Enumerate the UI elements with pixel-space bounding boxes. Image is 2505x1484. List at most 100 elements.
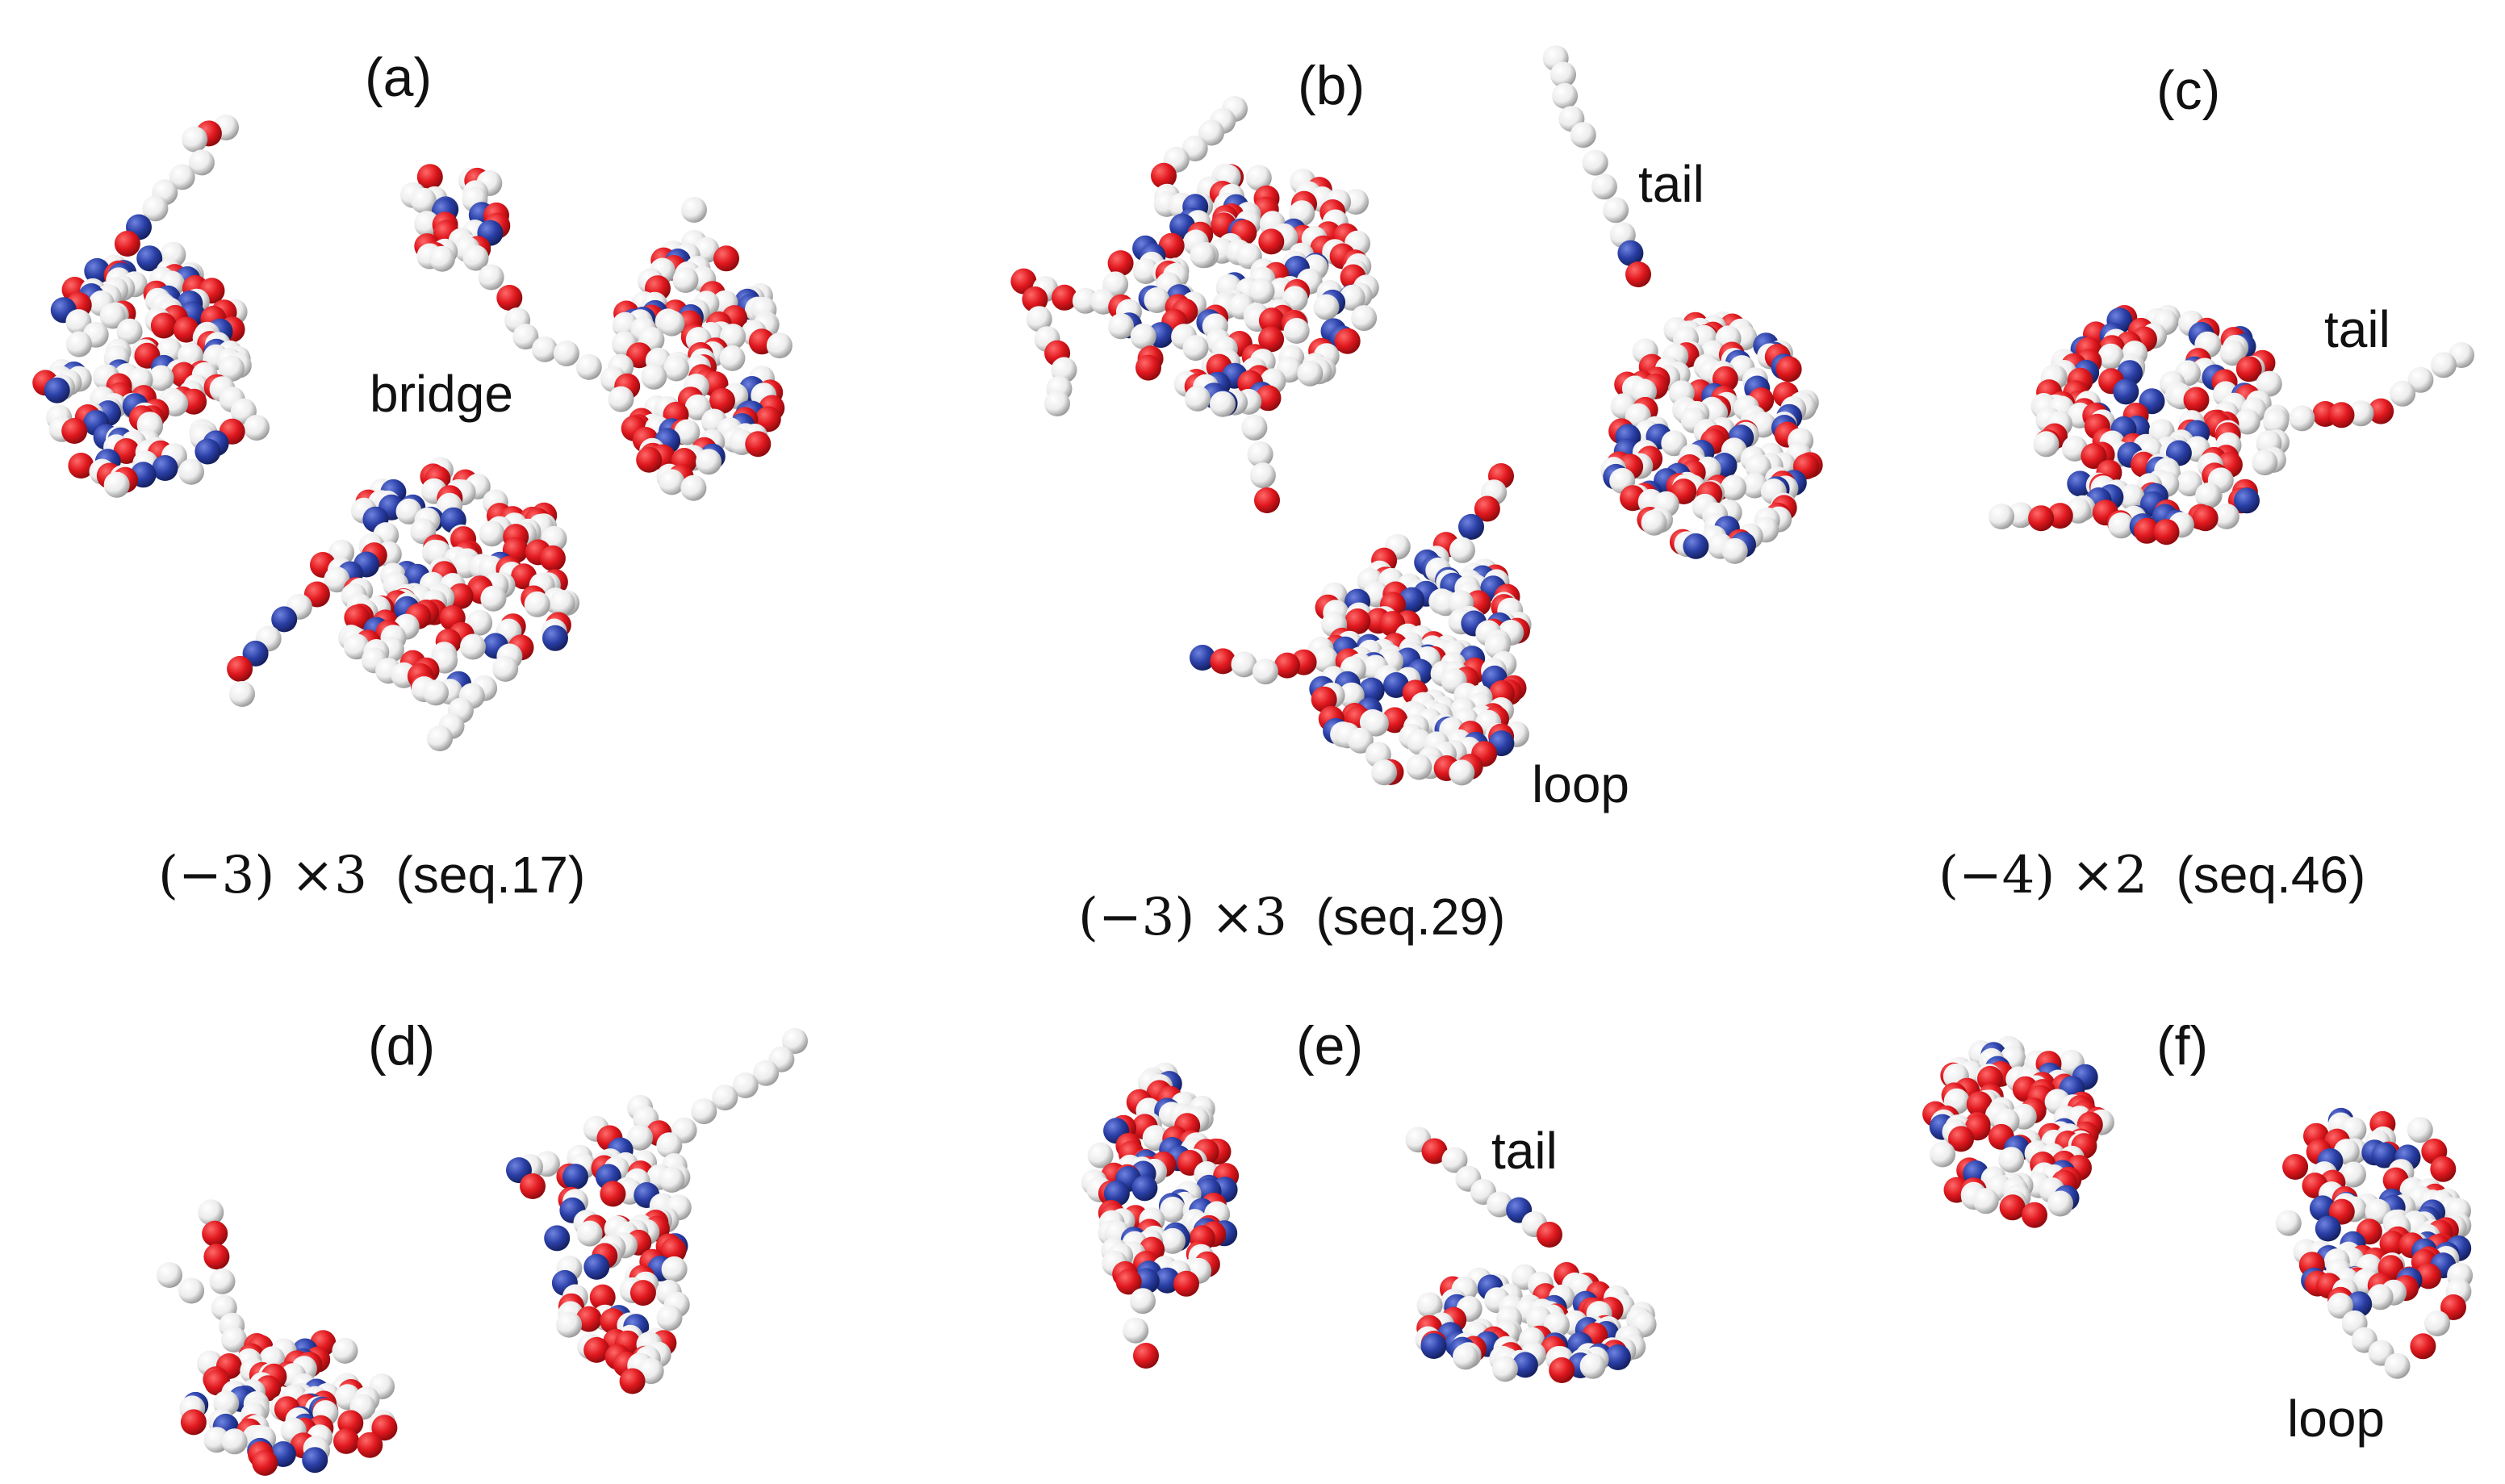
white-bead — [1231, 651, 1257, 678]
white-bead — [178, 1277, 205, 1304]
white-bead — [661, 1256, 688, 1282]
white-bead — [2108, 512, 2135, 539]
caption-c-seq: (seq.46) — [2176, 846, 2366, 904]
white-bead — [1132, 258, 1159, 284]
white-bead — [324, 566, 350, 593]
white-bead — [1338, 682, 1365, 709]
white-bead — [332, 1337, 358, 1364]
white-bead — [1406, 754, 1432, 780]
panel-label-f: (f) — [2156, 1015, 2209, 1076]
red-bead — [2328, 402, 2355, 428]
annotation-tail-c: tail — [2324, 300, 2390, 358]
white-bead — [157, 1262, 182, 1288]
red-bead — [1258, 326, 1285, 353]
white-bead — [1339, 284, 1365, 311]
blue-bead — [2067, 470, 2093, 497]
red-bead — [619, 1368, 646, 1394]
white-bead — [1570, 122, 1596, 148]
white-bead — [732, 1072, 759, 1098]
red-bead — [1173, 1270, 1199, 1297]
white-bead — [1449, 537, 1475, 563]
red-bead — [496, 285, 523, 311]
red-bead — [150, 312, 177, 339]
white-bead — [1181, 136, 1208, 161]
red-bead — [1258, 307, 1285, 334]
white-bead — [1351, 305, 1378, 332]
white-bead — [2033, 431, 2060, 458]
white-bead — [1661, 430, 1687, 457]
white-bead — [429, 245, 455, 272]
white-bead — [2289, 405, 2315, 432]
white-bead — [1160, 1227, 1186, 1254]
caption-c: (−4) ×2 (seq.46) — [1938, 849, 2365, 901]
red-bead — [1255, 385, 1282, 412]
white-bead — [691, 1098, 717, 1125]
panel-label-b: (b) — [1298, 55, 1365, 116]
white-bead — [2367, 1284, 2394, 1311]
white-bead — [549, 590, 575, 617]
white-bead — [479, 520, 505, 547]
white-bead — [1416, 1292, 1443, 1319]
white-bead — [2252, 449, 2278, 476]
white-bead — [423, 679, 449, 706]
white-bead — [1249, 462, 1276, 489]
white-bead — [116, 318, 143, 345]
white-bead — [1492, 1356, 1518, 1382]
white-bead — [1252, 658, 1278, 685]
white-bead — [2390, 380, 2416, 407]
white-bead — [1550, 61, 1576, 88]
red-bead — [416, 164, 443, 190]
red-bead — [1022, 286, 1048, 312]
white-bead — [244, 415, 270, 441]
white-bead — [2340, 1161, 2366, 1188]
red-bead — [2282, 1154, 2309, 1180]
bead-layer — [32, 45, 2474, 1476]
white-bead — [674, 419, 700, 445]
red-bead — [114, 231, 140, 257]
white-bead — [2097, 343, 2124, 370]
blue-bead — [562, 1164, 588, 1190]
white-bead — [681, 197, 707, 223]
red-bead — [344, 604, 370, 631]
caption-a: (−3) ×3 (seq.17) — [158, 849, 585, 901]
panel-label-c: (c) — [2156, 60, 2221, 121]
white-bead — [1347, 727, 1374, 754]
blue-bead — [84, 257, 111, 284]
white-bead — [1123, 1317, 1149, 1344]
caption-a-formula: (−3) ×3 — [158, 846, 367, 905]
red-bead — [2183, 387, 2210, 413]
white-bead — [1026, 306, 1052, 332]
white-bead — [1641, 509, 1667, 536]
white-bead — [1247, 441, 1273, 467]
red-bead — [2430, 1156, 2457, 1182]
white-bead — [1198, 119, 1224, 146]
annotation-tail-e: tail — [1491, 1122, 1558, 1180]
blue-bead — [1458, 513, 1484, 540]
red-bead — [333, 1428, 359, 1454]
blue-bead — [1103, 1180, 1130, 1206]
red-bead — [1421, 1138, 1448, 1164]
red-bead — [1158, 232, 1185, 259]
red-bead — [1151, 162, 1177, 189]
red-bead — [2410, 1333, 2436, 1360]
white-bead — [1363, 710, 1389, 737]
white-bead — [576, 1220, 603, 1247]
red-bead — [357, 1432, 383, 1458]
red-bead — [203, 1244, 230, 1270]
red-bead — [1258, 228, 1285, 255]
red-bead — [1345, 608, 1371, 634]
blue-bead — [583, 1253, 610, 1280]
white-bead — [1190, 242, 1216, 269]
white-bead — [2430, 352, 2457, 378]
white-bead — [663, 355, 690, 382]
white-bead — [1044, 391, 1070, 416]
white-bead — [2263, 408, 2289, 435]
white-bead — [641, 363, 667, 390]
white-bead — [659, 469, 685, 495]
red-bead — [1334, 328, 1361, 354]
red-bead — [1775, 356, 1802, 382]
white-bead — [178, 458, 204, 485]
white-bead — [1552, 82, 1579, 109]
white-bead — [2327, 1293, 2353, 1319]
white-bead — [343, 633, 370, 660]
